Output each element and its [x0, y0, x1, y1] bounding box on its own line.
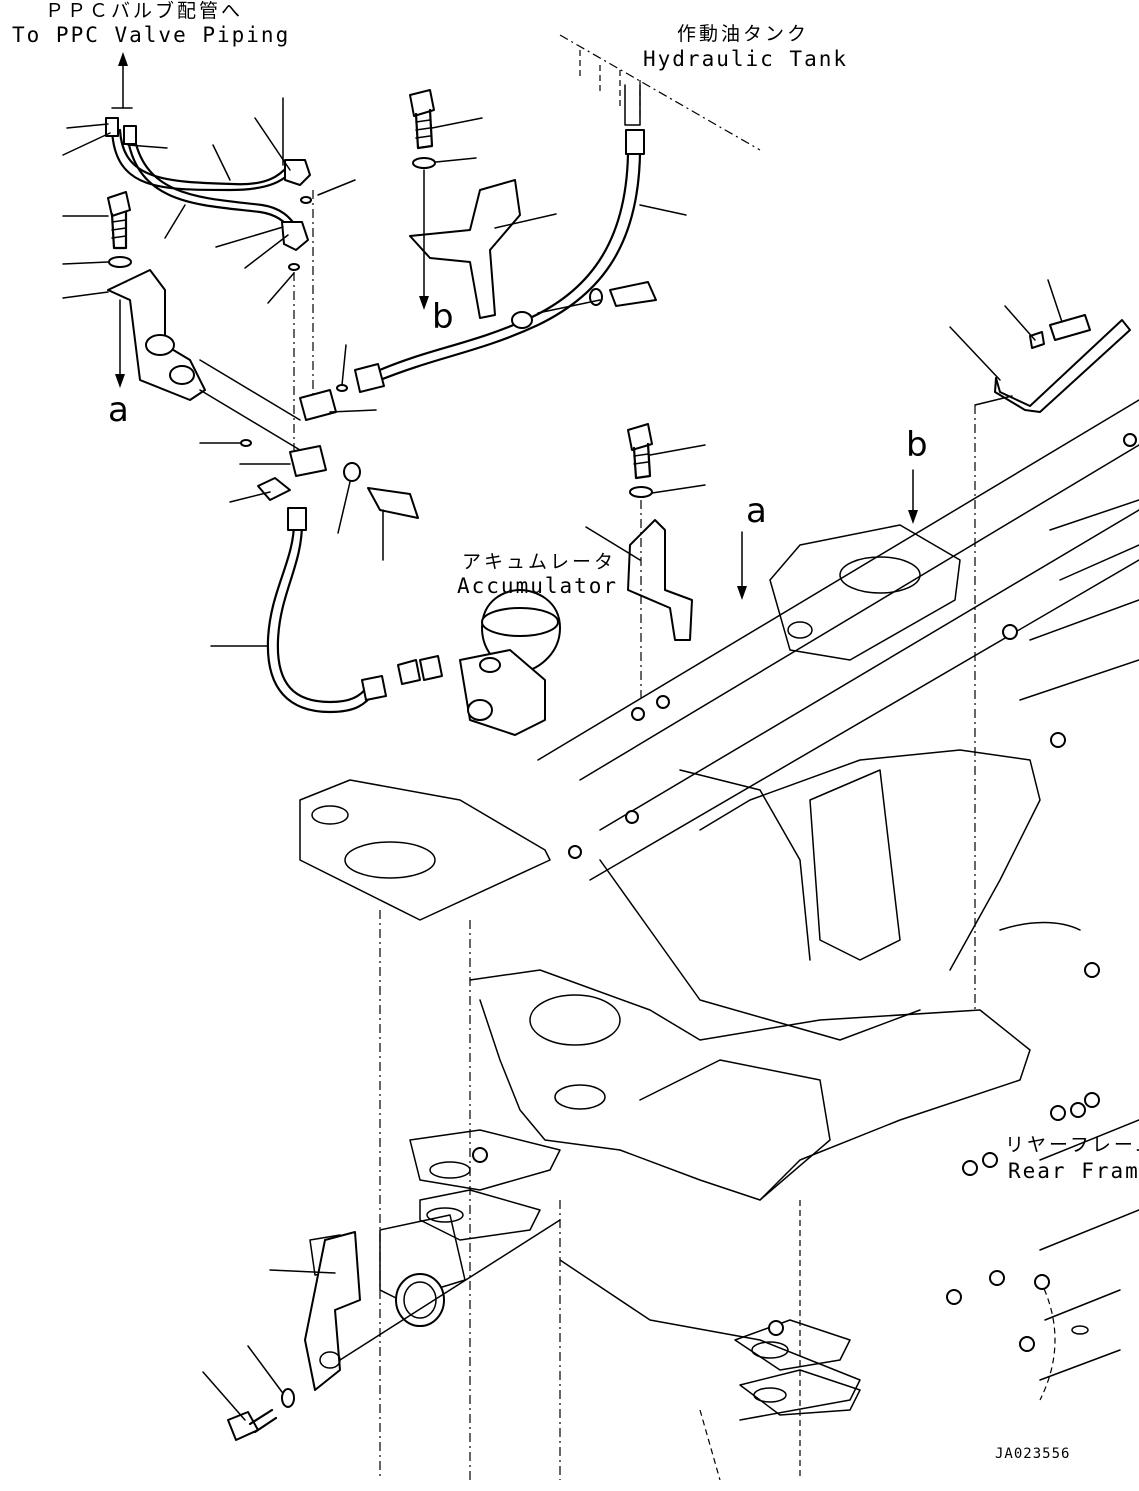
reference-letter-b-right: b [906, 425, 928, 465]
accumulator [459, 589, 561, 736]
hydraulic-tank-label-en: Hydraulic Tank [643, 47, 849, 71]
reference-letter-b-left: b [432, 297, 454, 337]
chassis-frame [227, 399, 1139, 1481]
hydraulic-tank-outline [559, 34, 761, 151]
ppc-direction-arrow [111, 52, 133, 109]
left-bolt-assembly [107, 191, 206, 401]
ppc-valve-label-jp: ＰＰＣバルブ配管へ [45, 0, 244, 22]
accumulator-label-jp: アキュムレータ [462, 551, 617, 573]
tank-hose [354, 129, 645, 393]
rear-frame-label-jp: リヤーフレーム [1005, 1134, 1139, 1156]
ppc-hoses [105, 117, 311, 251]
rear-frame-label-en: Rear Frame [1008, 1159, 1139, 1183]
reference-letter-a-left: a [108, 390, 129, 430]
accumulator-hose [266, 507, 443, 714]
hydraulic-tank-label-jp: 作動油タンク [677, 23, 810, 45]
reference-letter-a-right: a [746, 491, 767, 531]
drawing-code: JA023556 [995, 1446, 1071, 1462]
ppc-valve-label-en: To PPC Valve Piping [12, 23, 291, 47]
leader-lines [62, 97, 1063, 1421]
frame-studs [472, 433, 1137, 1352]
tee-fittings [199, 190, 419, 519]
bracket-b-upper [409, 89, 657, 319]
bracket-right [908, 314, 1131, 1010]
bracket-a-middle [627, 423, 747, 700]
accumulator-label-en: Accumulator [457, 574, 619, 598]
